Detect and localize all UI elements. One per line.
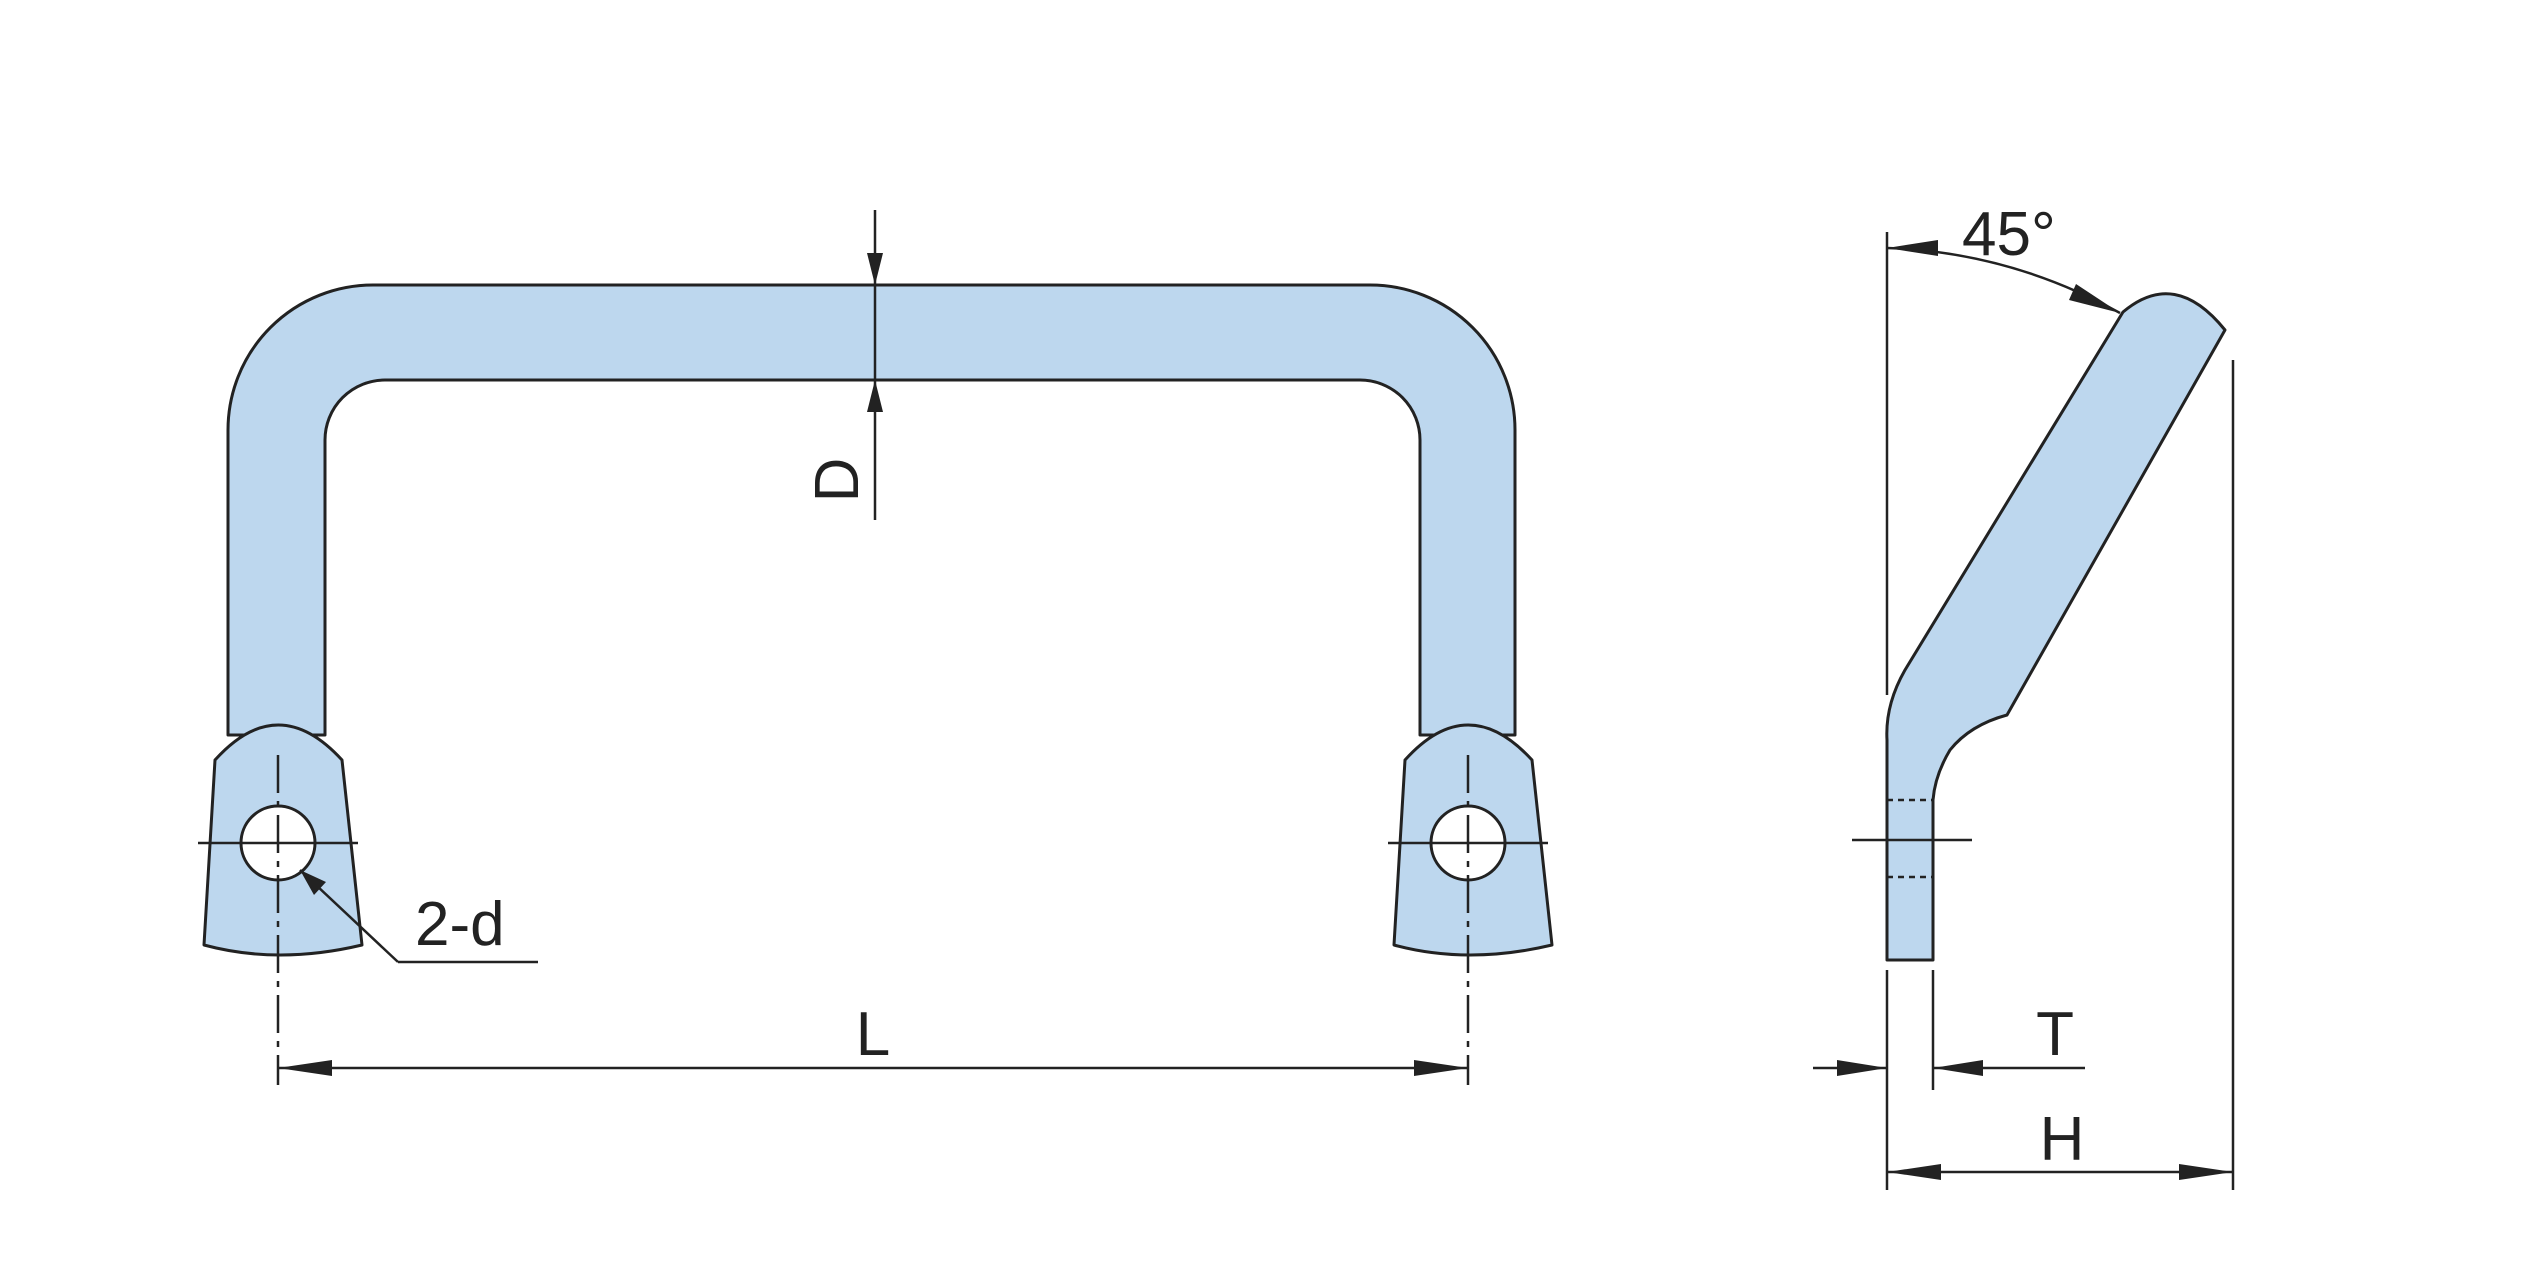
dimension-H: H <box>1887 1105 2233 1180</box>
dimension-D: D <box>803 210 883 520</box>
dimension-T: T <box>1813 970 2085 1190</box>
label-H: H <box>2040 1105 2085 1174</box>
label-T: T <box>2036 1000 2074 1069</box>
side-view: 45° T H <box>1813 200 2235 1190</box>
handle-bar <box>226 283 1517 737</box>
dimension-angle: 45° <box>1886 200 2121 315</box>
dimension-L: L <box>278 1000 1468 1076</box>
front-view: D 2-d L <box>198 210 1554 1085</box>
handle-side-profile <box>1885 292 2227 962</box>
label-2d: 2-d <box>415 890 505 959</box>
label-L: L <box>856 1000 890 1069</box>
dimension-2d: 2-d <box>299 869 538 964</box>
label-angle: 45° <box>1962 200 2056 269</box>
label-D: D <box>803 458 872 503</box>
